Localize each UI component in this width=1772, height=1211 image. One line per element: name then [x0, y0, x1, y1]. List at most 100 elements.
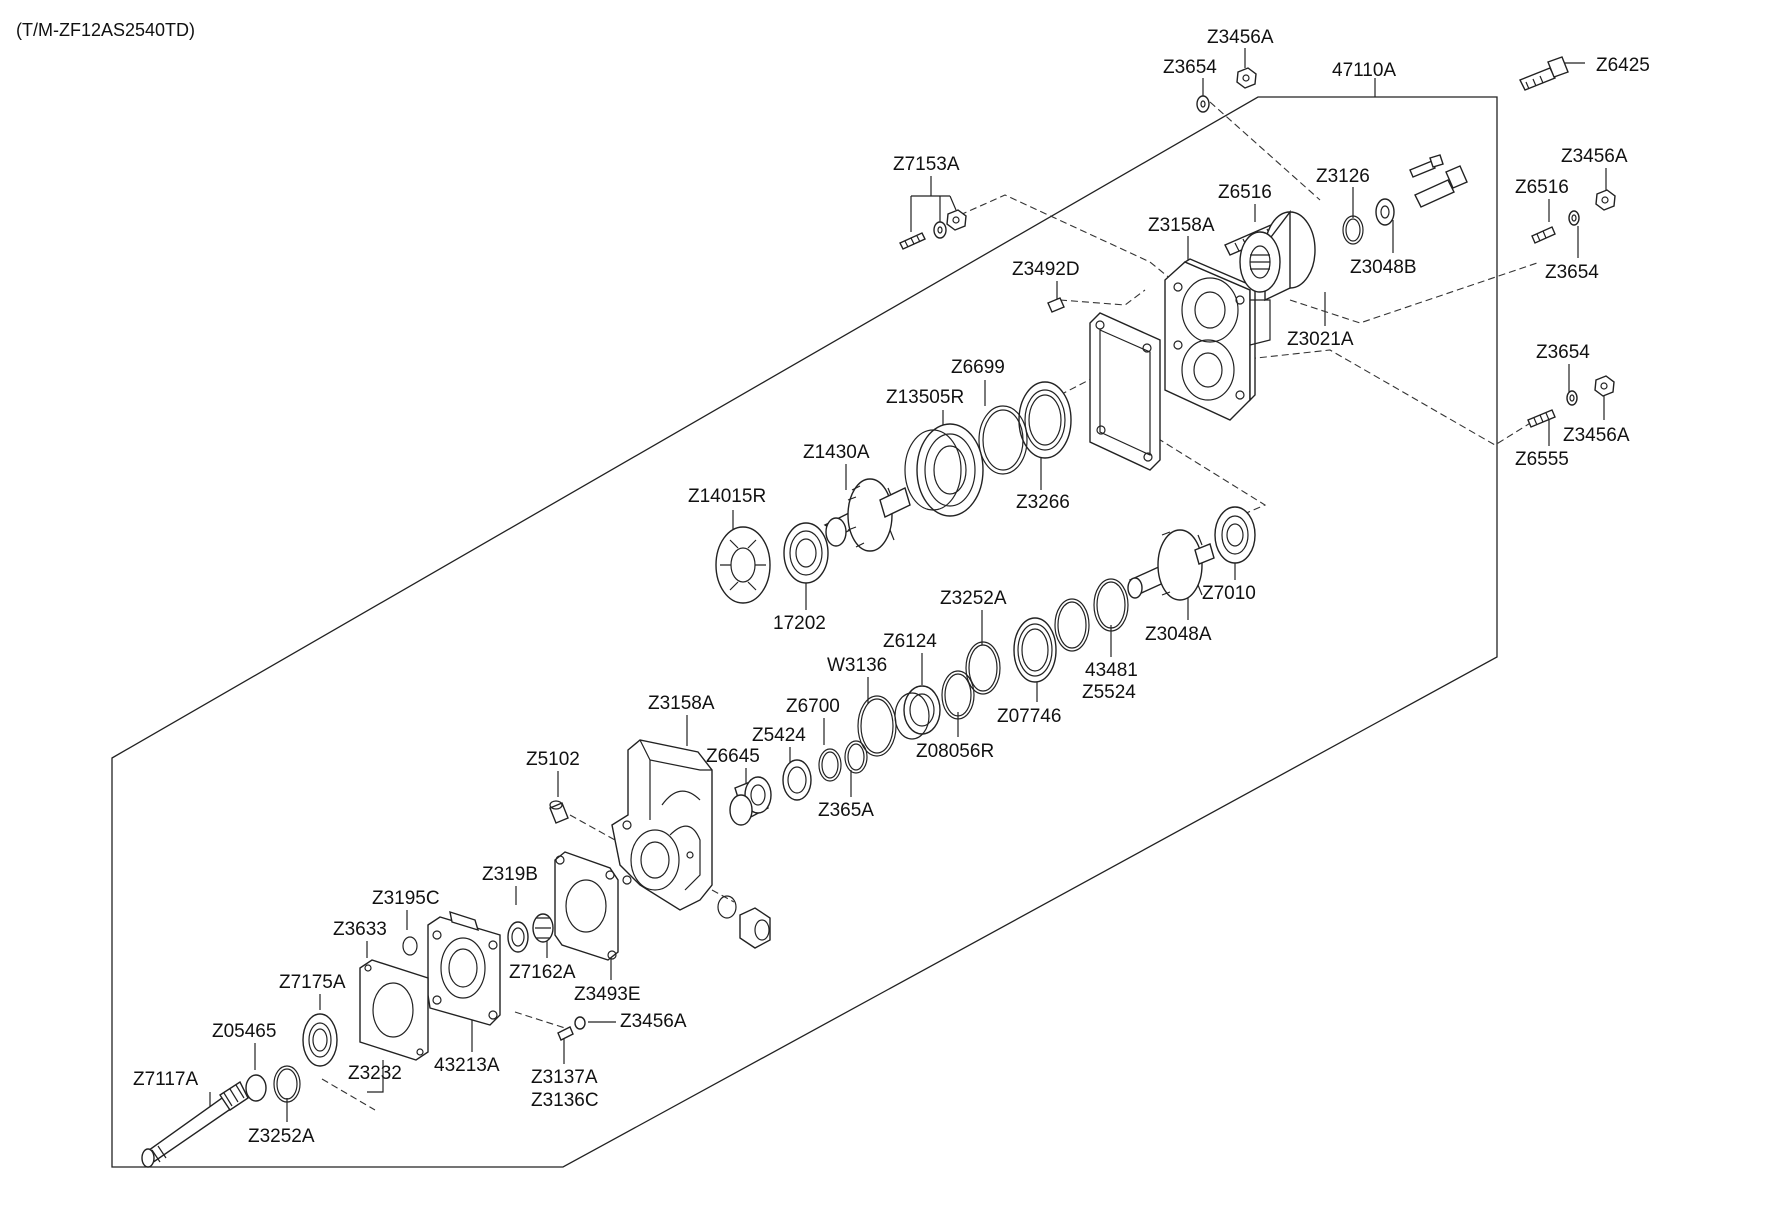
nut-z3456A-top-icon[interactable]: [1236, 67, 1257, 89]
label-z3266[interactable]: Z3266: [1016, 492, 1070, 513]
label-z5524[interactable]: Z5524: [1082, 682, 1136, 703]
seal-z319B-icon[interactable]: [507, 921, 529, 953]
washer-z3654-top-icon[interactable]: [1196, 95, 1210, 113]
label-z05465[interactable]: Z05465: [212, 1021, 276, 1042]
gasket-upper-icon[interactable]: [1089, 312, 1161, 471]
label-z3456A-top[interactable]: Z3456A: [1207, 27, 1274, 48]
snap-ring-z3252A-low-icon[interactable]: [273, 1065, 301, 1103]
label-z7153A[interactable]: Z7153A: [893, 154, 960, 175]
shaft-z7117A-icon[interactable]: [141, 1080, 249, 1168]
label-z3021A[interactable]: Z3021A: [1287, 329, 1354, 350]
label-47110A[interactable]: 47110A: [1332, 60, 1396, 81]
gasket-z3633-icon[interactable]: [359, 959, 429, 1061]
label-z7010[interactable]: Z7010: [1202, 583, 1256, 604]
nut-z7153A-icon[interactable]: [946, 209, 967, 231]
gasket-z3493E-icon[interactable]: [554, 851, 619, 961]
o-ring-z3195C-icon[interactable]: [402, 936, 418, 956]
label-z14015R[interactable]: Z14015R: [688, 486, 766, 507]
ring-z5524-icon[interactable]: [1054, 598, 1090, 652]
label-z3136C[interactable]: Z3136C: [531, 1090, 599, 1111]
label-z319B[interactable]: Z319B: [482, 864, 538, 885]
connector-cap-icon[interactable]: [739, 907, 771, 949]
bolt-small-icon[interactable]: [1409, 154, 1444, 178]
label-z6645[interactable]: Z6645: [706, 746, 760, 767]
label-z3137A[interactable]: Z3137A: [531, 1067, 598, 1088]
o-ring-z3126-icon[interactable]: [1342, 215, 1364, 245]
thrust-washer-z14015R-icon[interactable]: [715, 526, 771, 604]
dowel-pin-z3492D-icon[interactable]: [1047, 297, 1065, 313]
flange-z3021A-icon[interactable]: [1239, 209, 1316, 302]
bushing-z6645-icon[interactable]: [729, 776, 772, 826]
label-z3252A-mid[interactable]: Z3252A: [940, 588, 1007, 609]
label-w3136[interactable]: W3136: [827, 655, 887, 676]
label-z6699[interactable]: Z6699: [951, 357, 1005, 378]
label-z7162A[interactable]: Z7162A: [509, 962, 576, 983]
snap-ring-z6699-icon[interactable]: [978, 405, 1028, 475]
o-ring-housing-icon[interactable]: [717, 895, 737, 919]
spacer-z05465-icon[interactable]: [245, 1074, 267, 1102]
cover-43213A-icon[interactable]: [427, 910, 501, 1026]
label-z3654-right1[interactable]: Z3654: [1545, 262, 1599, 283]
label-z3492D[interactable]: Z3492D: [1012, 259, 1080, 280]
snap-ring-43481-icon[interactable]: [1093, 578, 1129, 632]
gear-shaft-z3048A-icon[interactable]: [1127, 529, 1215, 601]
label-z6516-right[interactable]: Z6516: [1515, 177, 1569, 198]
stud-z7153A-icon[interactable]: [899, 232, 926, 250]
stud-z3137A-icon[interactable]: [557, 1026, 574, 1041]
stud-z6516-right-icon[interactable]: [1531, 226, 1556, 244]
needle-bearing-z7162A-icon[interactable]: [532, 913, 554, 943]
label-43481[interactable]: 43481: [1085, 660, 1138, 681]
o-ring-w3136-icon[interactable]: [857, 695, 897, 757]
nut-z3456A-right2-icon[interactable]: [1594, 375, 1615, 397]
label-z3252A-low[interactable]: Z3252A: [248, 1126, 315, 1147]
ring-z08056R-icon[interactable]: [941, 670, 975, 720]
stud-z6555-icon[interactable]: [1527, 409, 1556, 428]
label-z3048B[interactable]: Z3048B: [1350, 257, 1417, 278]
label-z6124[interactable]: Z6124: [883, 631, 937, 652]
bearing-z13505R-icon[interactable]: [904, 423, 984, 517]
bearing-17202-icon[interactable]: [783, 522, 829, 584]
label-17202[interactable]: 17202: [773, 613, 826, 634]
bearing-z7010-icon[interactable]: [1214, 506, 1256, 564]
label-z1430A[interactable]: Z1430A: [803, 442, 870, 463]
label-z3633[interactable]: Z3633: [333, 919, 387, 940]
ring-z365A-icon[interactable]: [844, 740, 868, 774]
label-z5424[interactable]: Z5424: [752, 725, 806, 746]
plug-z5102-icon[interactable]: [549, 800, 569, 824]
seal-z3266-icon[interactable]: [1018, 381, 1072, 459]
ring-z6700-icon[interactable]: [818, 748, 842, 782]
bolt-z6425-icon[interactable]: [1519, 56, 1569, 91]
label-z7117A[interactable]: Z7117A: [133, 1069, 198, 1090]
label-z3158A-top[interactable]: Z3158A: [1148, 215, 1215, 236]
label-z3456A-low[interactable]: Z3456A: [620, 1011, 687, 1032]
label-z3048A[interactable]: Z3048A: [1145, 624, 1212, 645]
nut-z3456A-right1-icon[interactable]: [1595, 189, 1616, 211]
label-z08056R[interactable]: Z08056R: [916, 741, 994, 762]
label-z3654-top[interactable]: Z3654: [1163, 57, 1217, 78]
label-z3493E[interactable]: Z3493E: [574, 984, 641, 1005]
bushing-z6124-icon[interactable]: [894, 685, 941, 740]
label-z7175A[interactable]: Z7175A: [279, 972, 346, 993]
lower-housing-z3158A-icon[interactable]: [611, 739, 713, 911]
label-z07746[interactable]: Z07746: [997, 706, 1061, 727]
label-z3232[interactable]: Z3232: [348, 1063, 402, 1084]
label-z13505R[interactable]: Z13505R: [886, 387, 964, 408]
label-z3195C[interactable]: Z3195C: [372, 888, 440, 909]
label-z3654-right2[interactable]: Z3654: [1536, 342, 1590, 363]
washer-z3654-right1-icon[interactable]: [1568, 210, 1580, 226]
snap-ring-z3252A-mid-icon[interactable]: [965, 641, 1001, 695]
label-z6700[interactable]: Z6700: [786, 696, 840, 717]
bearing-z5424-icon[interactable]: [782, 759, 812, 801]
label-z6425[interactable]: Z6425: [1596, 55, 1650, 76]
washer-z3048B-icon[interactable]: [1375, 198, 1395, 226]
bolt-large-icon[interactable]: [1414, 165, 1468, 208]
label-z365A[interactable]: Z365A: [818, 800, 874, 821]
washer-z7153A-icon[interactable]: [933, 221, 947, 239]
nut-z3456A-low-icon[interactable]: [574, 1016, 586, 1030]
label-z3126[interactable]: Z3126: [1316, 166, 1370, 187]
label-z6555[interactable]: Z6555: [1515, 449, 1569, 470]
label-z5102[interactable]: Z5102: [526, 749, 580, 770]
label-z6516-mid[interactable]: Z6516: [1218, 182, 1272, 203]
gear-shaft-z1430A-icon[interactable]: [823, 478, 911, 552]
label-43213A[interactable]: 43213A: [434, 1055, 500, 1076]
